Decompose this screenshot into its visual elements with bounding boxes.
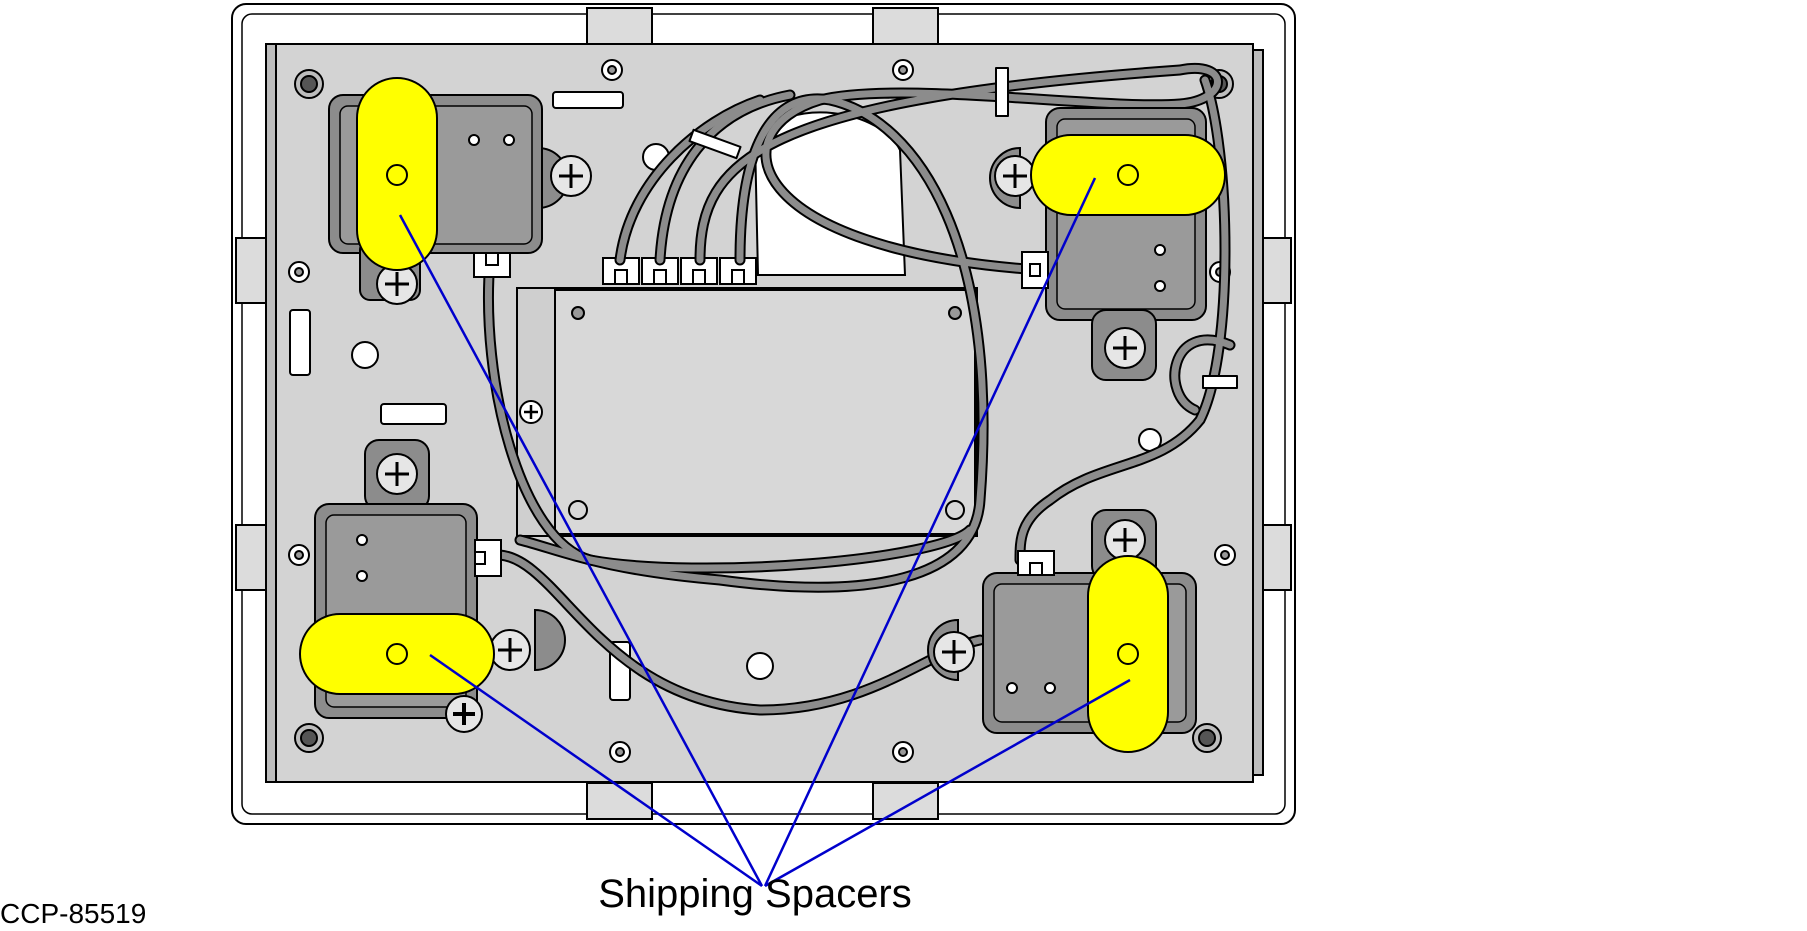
tab-top-left <box>586 7 653 45</box>
plate-edge-right <box>1252 49 1264 776</box>
tab-bottom-right <box>872 782 939 820</box>
phillips-screw-icon <box>1104 519 1146 561</box>
screws <box>376 155 1146 733</box>
phillips-screw-icon <box>445 695 483 733</box>
shipping-spacer-icon <box>1087 555 1169 753</box>
shipping-spacer-icon <box>299 613 495 695</box>
phillips-screw-icon <box>994 155 1036 197</box>
electronics-box <box>516 257 978 537</box>
phillips-screw-icon <box>1104 327 1146 369</box>
figure-id: CCP-85519 <box>0 898 147 929</box>
phillips-screw-icon <box>933 631 975 673</box>
phillips-screw-icon <box>489 629 531 671</box>
plate-edge <box>265 43 277 783</box>
leader-lines <box>398 177 1131 888</box>
leader-line <box>763 177 1097 887</box>
leader-line <box>429 653 763 888</box>
leader-line <box>398 214 764 887</box>
phillips-screw-icon <box>550 155 592 197</box>
leader-line <box>764 678 1131 888</box>
shipping-spacer-icon <box>356 77 438 271</box>
corner-hole <box>1198 729 1216 747</box>
shipping-spacer-icon <box>1030 134 1226 216</box>
corner-hole <box>300 75 318 93</box>
corner-holes <box>294 69 1234 753</box>
tab-top-right <box>872 7 939 45</box>
cables <box>482 62 1238 716</box>
shipping-spacers <box>299 77 1226 753</box>
phillips-screw-icon <box>376 453 418 495</box>
shipping-spacers-label: Shipping Spacers <box>598 872 912 916</box>
tab-bottom-left <box>586 782 653 820</box>
inner-frame <box>241 13 1286 815</box>
corner-hole <box>300 729 318 747</box>
